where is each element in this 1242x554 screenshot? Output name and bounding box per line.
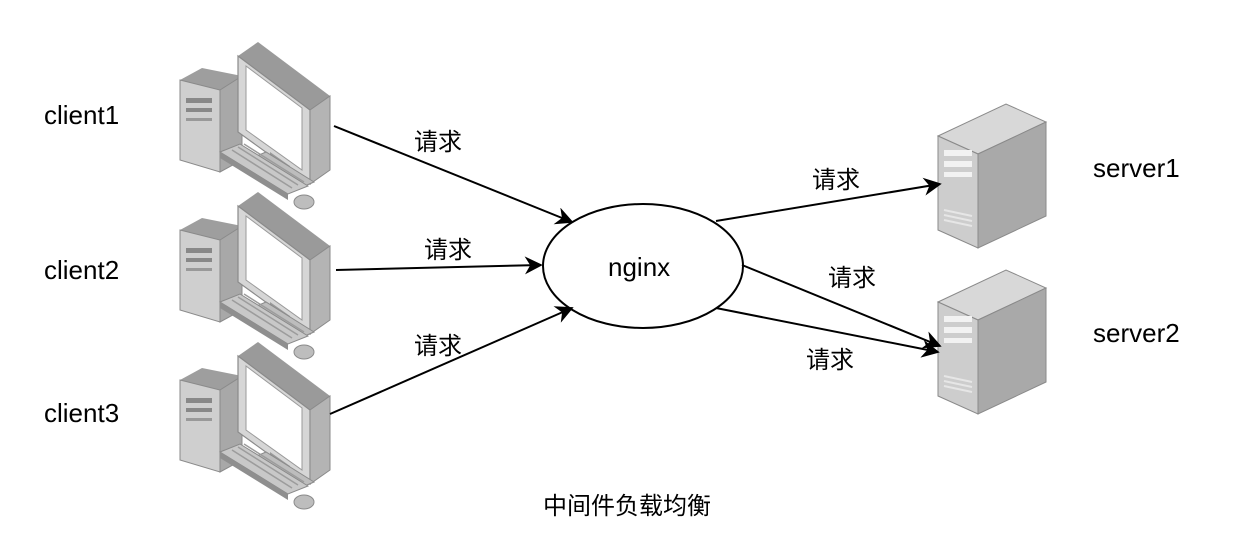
client2-computer-icon — [179, 191, 331, 360]
client1-label: client1 — [44, 100, 120, 130]
edge-label-client2: 请求 — [424, 236, 472, 264]
diagram-caption: 中间件负载均衡 — [543, 492, 711, 520]
client3-computer-icon — [179, 341, 331, 510]
edge-label-server2-b: 请求 — [806, 346, 854, 374]
edge-label-client1: 请求 — [414, 128, 462, 156]
edge-client2-nginx — [335, 256, 543, 275]
client3-label: client3 — [44, 398, 120, 428]
edge-label-client3: 请求 — [414, 332, 462, 360]
edge-nginx-server2-b — [715, 307, 940, 358]
server2-tower-icon — [937, 269, 1047, 415]
client1-computer-icon — [179, 41, 331, 210]
edge-client3-nginx — [329, 306, 574, 415]
edge-nginx-server1 — [715, 177, 942, 222]
nginx-label: nginx — [608, 252, 671, 282]
edge-label-server1: 请求 — [812, 166, 860, 194]
edge-client1-nginx — [333, 125, 574, 225]
server1-tower-icon — [937, 103, 1047, 249]
client2-label: client2 — [44, 255, 120, 285]
server2-label: server2 — [1093, 318, 1180, 348]
server1-label: server1 — [1093, 153, 1180, 183]
edge-nginx-server2-a — [741, 264, 942, 349]
edge-label-server2-a: 请求 — [828, 264, 876, 292]
